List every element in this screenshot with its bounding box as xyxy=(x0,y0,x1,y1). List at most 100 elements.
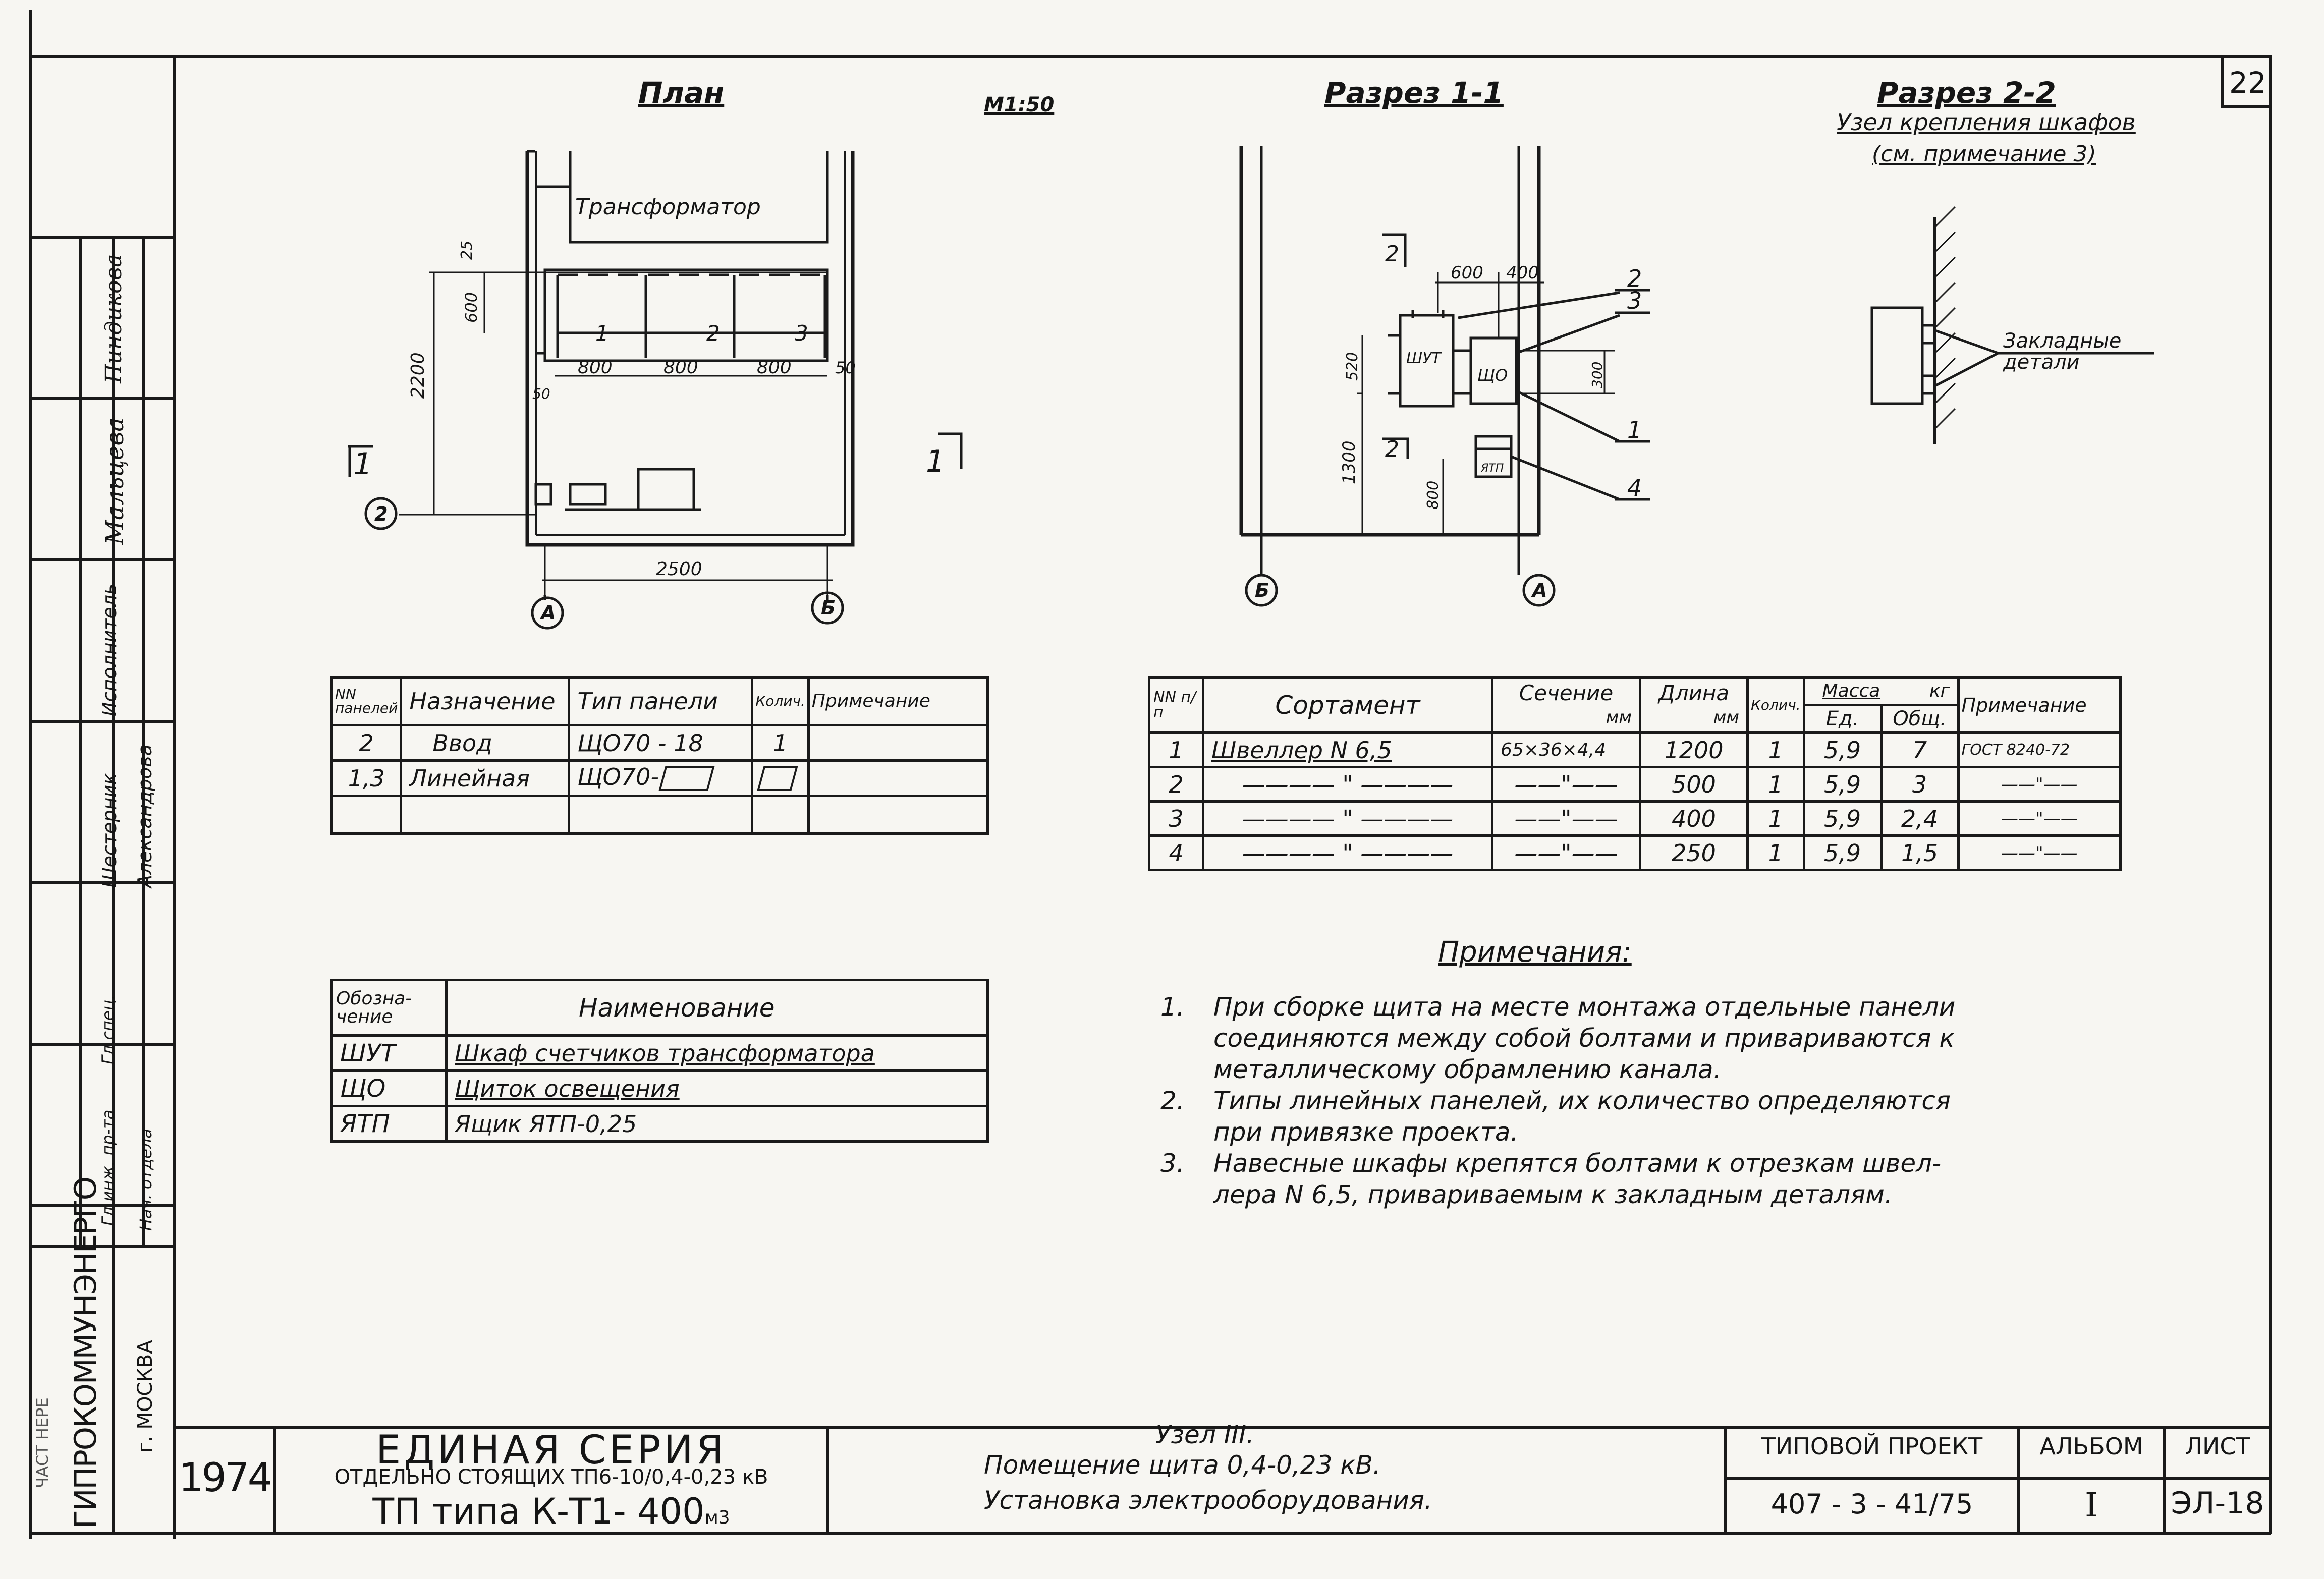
plan-dim-2500: 2500 xyxy=(656,559,702,580)
note-1-line-2: соединяются между собой болтами и привар… xyxy=(1213,1024,1955,1053)
s11-section-mark-bottom: 2 xyxy=(1385,436,1399,462)
note-item-2: 2. Типы линейных панелей, их количество … xyxy=(1160,1085,2144,1148)
plan-dim-800a: 800 xyxy=(578,357,613,378)
stamp-project-no: 407 - 3 - 41/75 xyxy=(1770,1488,1973,1520)
panel-row-2-type: ЩО70- xyxy=(568,759,754,797)
plan-panel-2: 2 xyxy=(706,321,720,346)
assort-header-section: Сечение мм xyxy=(1491,676,1641,734)
assort-row-2-total: 3 xyxy=(1879,766,1960,803)
designation-row-1-code: ШУТ xyxy=(330,1034,448,1072)
assort-row-3-total: 2,4 xyxy=(1879,800,1960,837)
assort-row-3-section: ——"—— xyxy=(1491,800,1641,837)
assort-row-4-note: ——"—— xyxy=(1957,834,2122,871)
assort-row-3-note: ——"—— xyxy=(1957,800,2122,837)
table-row: 4 ———— " ———— ——"—— 250 1 5,9 1,5 ——"—— xyxy=(1148,834,2122,871)
s11-shut-label: ШУТ xyxy=(1406,350,1442,367)
panel-table-header-qty: Колич. xyxy=(751,676,810,726)
assort-header-qty: Колич. xyxy=(1746,676,1805,734)
plan-dim-50-left: 50 xyxy=(532,385,550,402)
sheet-number: 22 xyxy=(2229,66,2266,100)
assort-row-3-name: ———— " ———— xyxy=(1202,800,1493,837)
assort-row-3-unit: 5,9 xyxy=(1802,800,1883,837)
s11-axis-b: Б xyxy=(1255,579,1269,601)
plan-panel-1: 1 xyxy=(595,321,609,346)
stamp-sheet-label: ЛИСТ xyxy=(2185,1433,2250,1460)
assort-row-4-name: ———— " ———— xyxy=(1202,834,1493,871)
plan-axis-2: 2 xyxy=(374,503,388,525)
assort-header-name: Сортамент xyxy=(1202,676,1493,734)
assort-row-2-unit: 5,9 xyxy=(1802,766,1883,803)
assort-row-4-qty: 1 xyxy=(1746,834,1805,871)
plan-title: План xyxy=(638,76,725,110)
stamp-series-title: ЕДИНАЯ СЕРИЯ xyxy=(376,1428,727,1473)
panel-table-header-nn: NN панелей xyxy=(330,676,403,726)
panel-table-row: 2 Ввод ЩО70 - 18 1 xyxy=(330,724,989,762)
assort-header-length: Длина мм xyxy=(1639,676,1749,734)
plan-axis-a: А xyxy=(539,602,556,624)
notes-title: Примечания: xyxy=(1438,936,1632,969)
panel-table-header-purpose: Назначение xyxy=(400,676,571,726)
assort-header-note: Примечание xyxy=(1957,676,2122,734)
sidebar-city: г. МОСКВА xyxy=(134,1340,157,1453)
panel-row-3-note xyxy=(807,795,989,835)
s11-shcho-label: ЩО xyxy=(1477,366,1508,385)
stamp-album-no: I xyxy=(2084,1486,2098,1525)
plan-dim-600: 600 xyxy=(462,292,481,323)
assort-row-3-length: 400 xyxy=(1639,800,1749,837)
assort-header-length-unit: мм xyxy=(1713,707,1739,727)
plan-section-mark-left: 1 xyxy=(353,446,372,482)
note-3-line-1: Навесные шкафы крепятся болтами к отрезк… xyxy=(1213,1149,1942,1178)
note-item-1: 1. При сборке щита на месте монтажа отде… xyxy=(1160,991,2144,1085)
embedded-parts-text: Закладные детали xyxy=(2003,329,2122,374)
note-1-line-3: металлическому обрамлению канала. xyxy=(1213,1055,1722,1084)
plan-dim-50-right: 50 xyxy=(835,358,856,377)
assort-row-1-total: 7 xyxy=(1879,731,1960,768)
sidebar-role-4: Шестерник xyxy=(98,773,121,888)
assort-row-4-nn: 4 xyxy=(1148,834,1204,871)
plan-dim-2200: 2200 xyxy=(408,352,428,399)
assort-header-unit: Ед. xyxy=(1802,704,1883,734)
panel-row-2-note xyxy=(807,759,989,797)
note-1-number: 1. xyxy=(1160,992,1185,1022)
assort-header-section-label: Сечение xyxy=(1519,680,1614,705)
section-2-2-note-ref: (см. примечание 3) xyxy=(1872,141,2096,167)
s11-dim-300: 300 xyxy=(1589,362,1606,388)
panel-row-1-nn: 2 xyxy=(330,724,403,762)
stamp-album-label: АЛЬБОМ xyxy=(2039,1433,2143,1460)
s11-callout-1: 1 xyxy=(1627,416,1642,443)
panel-row-1-note xyxy=(807,724,989,762)
table-row: ЯТП Ящик ЯТП-0,25 xyxy=(330,1105,989,1143)
panel-row-2-nn: 1,3 xyxy=(330,759,403,797)
panel-table-header-type: Тип панели xyxy=(568,676,754,726)
s11-callout-3: 3 xyxy=(1627,287,1642,314)
assort-row-1-name: Швеллер N 6,5 xyxy=(1202,731,1493,768)
table-row: 3 ———— " ———— ——"—— 400 1 5,9 2,4 ——"—— xyxy=(1148,800,2122,837)
assort-header-nn: NN п/п xyxy=(1148,676,1204,734)
designation-row-2-code: ЩО xyxy=(330,1069,448,1107)
note-3-line-2: лера N 6,5, привариваемым к закладным де… xyxy=(1213,1180,1893,1209)
assort-row-2-note: ——"—— xyxy=(1957,766,2122,803)
designation-row-3-name: Ящик ЯТП-0,25 xyxy=(445,1105,989,1143)
table-row: 2 ———— " ———— ——"—— 500 1 5,9 3 ——"—— xyxy=(1148,766,2122,803)
note-2-line-1: Типы линейных панелей, их количество опр… xyxy=(1213,1086,1951,1115)
assort-header-length-label: Длина xyxy=(1658,680,1730,705)
sidebar-role-2: Нач. отдела xyxy=(136,1128,155,1231)
s11-dim-800: 800 xyxy=(1424,481,1442,510)
sidebar-org-small: ЧАСТ НЕРЕ xyxy=(33,1397,52,1488)
s11-dim-520: 520 xyxy=(1344,352,1361,381)
panel-row-1-type: ЩО70 - 18 xyxy=(568,724,754,762)
blank-box xyxy=(757,766,799,792)
stamp-series-sub: ОТДЕЛЬНО СТОЯЩИХ ТП6-10/0,4-0,23 кВ xyxy=(334,1465,768,1489)
assort-row-1-nn: 1 xyxy=(1148,731,1204,768)
plan-dim-800b: 800 xyxy=(663,357,698,378)
assort-row-4-total: 1,5 xyxy=(1879,834,1960,871)
assortment-table: NN п/п Сортамент Сечение мм Длина мм Кол… xyxy=(1148,676,2122,871)
designation-row-3-code: ЯТП xyxy=(330,1105,448,1143)
plan-axis-b: Б xyxy=(821,597,836,619)
table-row: 1 Швеллер N 6,5 65×36×4,4 1200 1 5,9 7 Г… xyxy=(1148,731,2122,768)
assort-row-4-length: 250 xyxy=(1639,834,1749,871)
sidebar-name-6: Мальцева xyxy=(101,417,129,545)
sidebar-name-7: Пиндикова xyxy=(101,254,127,383)
stamp-series-type-text: ТП типа К-Т1- 400 xyxy=(372,1491,705,1532)
